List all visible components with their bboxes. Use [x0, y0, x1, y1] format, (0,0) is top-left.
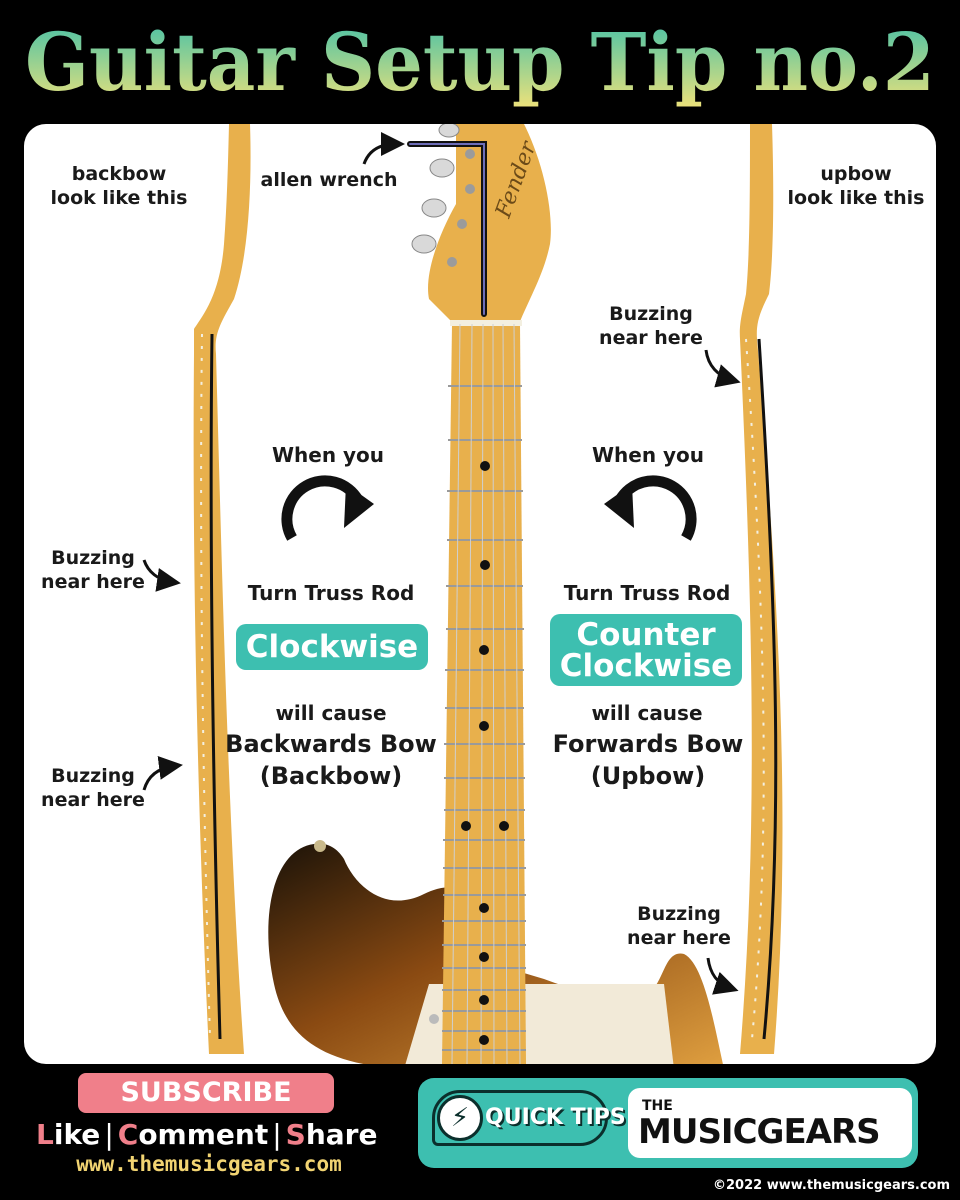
illustration-art: Fender — [142, 124, 783, 1064]
lightbulb-icon: ⚡ — [437, 1095, 483, 1141]
will-cause-left: will cause — [275, 701, 387, 725]
upbow-neck — [739, 124, 783, 1054]
social-actions: Like|Comment|Share — [36, 1118, 378, 1151]
comment-link[interactable]: Comment — [117, 1118, 269, 1151]
page-title-text: Guitar Setup Tip no.2 — [25, 15, 935, 109]
website-link[interactable]: www.themusicgears.com — [76, 1152, 342, 1176]
arrow-buzz-left-low — [142, 755, 183, 791]
rotate-counter-clockwise-icon — [604, 475, 697, 541]
rotate-clockwise-icon — [281, 475, 374, 541]
counter-clockwise-badge: Counter Clockwise — [550, 614, 742, 686]
forwards-bow-label: Forwards Bow (Upbow) — [552, 730, 744, 790]
copyright: ©2022 www.themusicgears.com — [713, 1178, 950, 1193]
backwards-bow-label: Backwards Bow (Backbow) — [225, 730, 437, 790]
brand-banner: ⚡ QUICK TIPS THE MUSICGEARS — [418, 1078, 918, 1168]
pointer-arrows — [142, 132, 741, 995]
arrow-allen-wrench — [362, 132, 405, 165]
like-link[interactable]: Like — [36, 1118, 101, 1151]
arrow-buzz-right-top — [704, 349, 741, 388]
backbow-title: backbow look like this — [50, 163, 188, 209]
turn-truss-rod-left: Turn Truss Rod — [247, 581, 415, 605]
will-cause-right: will cause — [591, 701, 703, 725]
buzz-label-left-mid: Buzzing near here — [41, 547, 145, 593]
when-you-left: When you — [271, 443, 385, 467]
share-link[interactable]: Share — [285, 1118, 378, 1151]
upbow-title: upbow look like this — [787, 163, 925, 209]
arrow-buzz-right-low — [706, 957, 739, 995]
buzz-label-right-top: Buzzing near here — [599, 303, 703, 349]
page-title: Guitar Setup Tip no.2 — [25, 15, 935, 109]
allen-wrench-label: allen wrench — [260, 169, 398, 191]
buzz-label-left-low: Buzzing near here — [41, 765, 145, 811]
turn-truss-rod-right: Turn Truss Rod — [563, 581, 731, 605]
quick-tips-badge: ⚡ QUICK TIPS — [432, 1090, 626, 1146]
when-you-right: When you — [591, 443, 705, 467]
fretboard — [442, 320, 526, 1064]
illustration-panel: Fender — [24, 124, 936, 1064]
clockwise-badge: Clockwise — [236, 624, 428, 670]
headstock: Fender — [407, 124, 551, 324]
arrow-buzz-left-mid — [142, 559, 181, 592]
backbow-neck — [193, 124, 251, 1054]
buzz-label-right-low: Buzzing near here — [627, 903, 731, 949]
subscribe-button[interactable]: SUBSCRIBE — [78, 1073, 334, 1113]
brand-logo: THE MUSICGEARS — [628, 1088, 912, 1158]
